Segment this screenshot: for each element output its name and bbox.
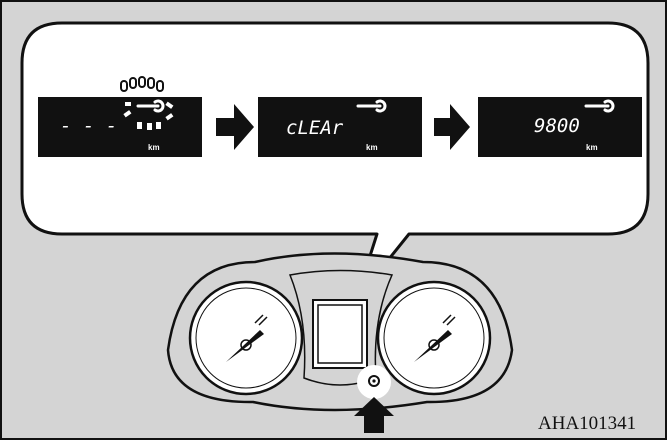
wrench-icon xyxy=(356,99,387,113)
lcd-panel xyxy=(38,97,202,157)
lcd-display-3: 9800 km xyxy=(478,97,642,157)
arrow-right-icon xyxy=(434,104,470,150)
gauge-needle xyxy=(414,330,452,362)
right-gauge xyxy=(376,280,492,396)
lcd-display-1: - - - km xyxy=(38,76,202,157)
gauge-needle xyxy=(226,330,264,362)
arrow-right-icon xyxy=(216,104,254,150)
lcd-segment-text: 9800 xyxy=(534,115,580,137)
center-display xyxy=(317,304,363,364)
lcd-unit-label: km xyxy=(586,143,598,152)
figure-code: AHA101341 xyxy=(538,413,636,434)
lcd-display-2: cLEAr km xyxy=(258,97,422,157)
lcd-unit-label: km xyxy=(366,143,378,152)
blinking-wrench-icon xyxy=(120,76,174,130)
lcd-segment-text: cLEAr xyxy=(286,117,344,139)
left-gauge xyxy=(188,280,304,396)
wrench-icon xyxy=(584,99,615,113)
lcd-segment-text: - - - xyxy=(60,115,117,137)
lcd-panel xyxy=(478,97,642,157)
reset-button-icon[interactable] xyxy=(368,375,380,387)
lcd-panel xyxy=(258,97,422,157)
lcd-unit-label: km xyxy=(148,143,160,152)
instrument-cluster xyxy=(166,252,514,412)
arrow-up-icon xyxy=(354,397,394,433)
